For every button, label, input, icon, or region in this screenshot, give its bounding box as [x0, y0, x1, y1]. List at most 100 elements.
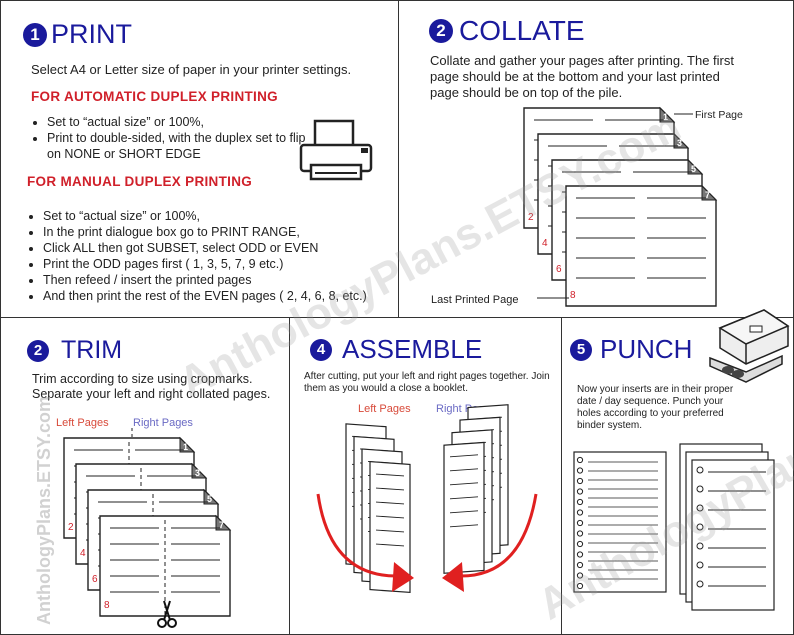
collate-title: 2 COLLATE [429, 15, 585, 47]
page-number-odd: 5 [207, 494, 212, 504]
step-3-badge: 2 [27, 339, 49, 362]
assemble-title: 4 ASSEMBLE [310, 334, 482, 365]
page-corner-tab [687, 158, 704, 175]
binder-hole [576, 519, 584, 527]
auto-item: Print to double-sided, with the duplex s… [47, 130, 306, 162]
binder-hole [576, 467, 584, 474]
trim-text: Trim according to size using cropmarks. … [32, 372, 271, 401]
hole-punch-icon [709, 309, 790, 383]
arrow-left-head [392, 562, 414, 592]
page-corner-tab [215, 514, 232, 531]
binder-hole [576, 477, 584, 485]
page-number-odd: 1 [183, 442, 188, 452]
page-number-odd: 7 [219, 520, 224, 530]
manual-item: Click ALL then got SUBSET, select ODD or… [43, 240, 392, 256]
page-line [450, 524, 478, 528]
page-line [450, 496, 478, 500]
binder-hole [696, 561, 704, 569]
page-line [376, 501, 404, 505]
binder-hole [576, 456, 584, 464]
trim-title: 2 TRIM [27, 336, 122, 365]
booklet-page [443, 441, 485, 574]
binder-hole [576, 530, 584, 537]
page-number-odd: 3 [195, 468, 200, 478]
manual-item: And then print the rest of the EVEN page… [43, 288, 392, 304]
auto-duplex-heading: FOR AUTOMATIC DUPLEX PRINTING [31, 89, 278, 104]
page-corner-tab [673, 132, 690, 149]
manual-duplex-heading: FOR MANUAL DUPLEX PRINTING [27, 174, 253, 189]
scissors-handle [167, 618, 177, 628]
printer-icon [299, 119, 373, 181]
arrow-left [316, 493, 401, 578]
page-number-odd: 1 [663, 112, 668, 122]
page-corner-tab [203, 488, 220, 505]
punched-inserts [573, 443, 775, 611]
page-number-even: 2 [528, 212, 534, 223]
print-intro: Select A4 or Letter size of paper in you… [31, 62, 352, 77]
collate-text: Collate and gather your pages after prin… [430, 53, 734, 100]
page-number-even: 4 [542, 238, 548, 249]
page-corner-tab [191, 462, 208, 479]
binder-hole [576, 488, 584, 495]
step-1-badge: 1 [23, 22, 47, 47]
left-pages-label: Left Pages [358, 403, 411, 415]
print-title: 1 PRINT [23, 19, 132, 50]
assemble-text: After cutting, put your left and right p… [304, 371, 550, 394]
binder-hole [576, 551, 584, 558]
auto-item: Set to “actual size” or 100%, [47, 114, 306, 130]
last-page-label: Last Printed Page [431, 294, 518, 306]
right-pages-label: Right Pages [133, 417, 193, 429]
manual-item: Then refeed / insert the printed pages [43, 272, 392, 288]
page-number-even: 8 [570, 290, 576, 301]
page-number-odd: 5 [691, 164, 696, 174]
binder-hole [696, 485, 704, 493]
page-line [376, 473, 404, 477]
first-page-label: First Page [695, 109, 743, 121]
collate-title-text: COLLATE [459, 15, 585, 46]
assemble-title-text: ASSEMBLE [342, 334, 483, 364]
page-line [376, 543, 404, 547]
page-corner-tab [659, 106, 676, 123]
left-pages-label: Left Pages [56, 417, 109, 429]
arrow-right [457, 493, 538, 578]
step-2-badge: 2 [429, 19, 453, 43]
binder-hole [576, 540, 584, 548]
binder-hole [576, 572, 584, 579]
collate-panel: 2 COLLATE Collate and gather your pages … [398, 0, 794, 318]
step-4-badge: 4 [310, 338, 332, 361]
manual-duplex-list: Set to “actual size” or 100%, In the pri… [27, 208, 392, 304]
page-line [450, 482, 478, 486]
binder-hole [696, 504, 704, 512]
page-line [376, 529, 404, 533]
page-line [450, 510, 478, 514]
binder-hole [576, 509, 584, 516]
punched-insert-right [691, 459, 775, 611]
punch-text: Now your inserts are in their proper dat… [577, 384, 734, 431]
page-line [376, 487, 404, 491]
binder-hole [696, 523, 704, 531]
auto-duplex-list: Set to “actual size” or 100%, Print to d… [31, 114, 306, 162]
binder-hole [696, 542, 704, 550]
assemble-panel: 4 ASSEMBLE After cutting, put your left … [289, 317, 562, 635]
manual-item: Set to “actual size” or 100%, [43, 208, 392, 224]
page-number-even: 2 [68, 522, 74, 533]
scissors-blade [163, 600, 171, 621]
step-5-badge: 5 [570, 338, 592, 361]
page-line [450, 454, 478, 458]
page-number-even: 8 [104, 600, 110, 611]
binder-hole [576, 582, 584, 590]
punched-insert-left [573, 451, 667, 593]
manual-item: Print the ODD pages first ( 1, 3, 5, 7, … [43, 256, 392, 272]
trim-title-text: TRIM [61, 336, 123, 364]
arrow-right-head [442, 562, 464, 592]
trim-panel: 2 TRIM Trim according to size using crop… [0, 317, 290, 635]
punch-title-text: PUNCH [600, 334, 693, 364]
page-number-odd: 7 [705, 190, 710, 200]
print-title-text: PRINT [51, 19, 132, 49]
binder-hole [696, 466, 704, 474]
page-corner-tab [701, 184, 718, 201]
